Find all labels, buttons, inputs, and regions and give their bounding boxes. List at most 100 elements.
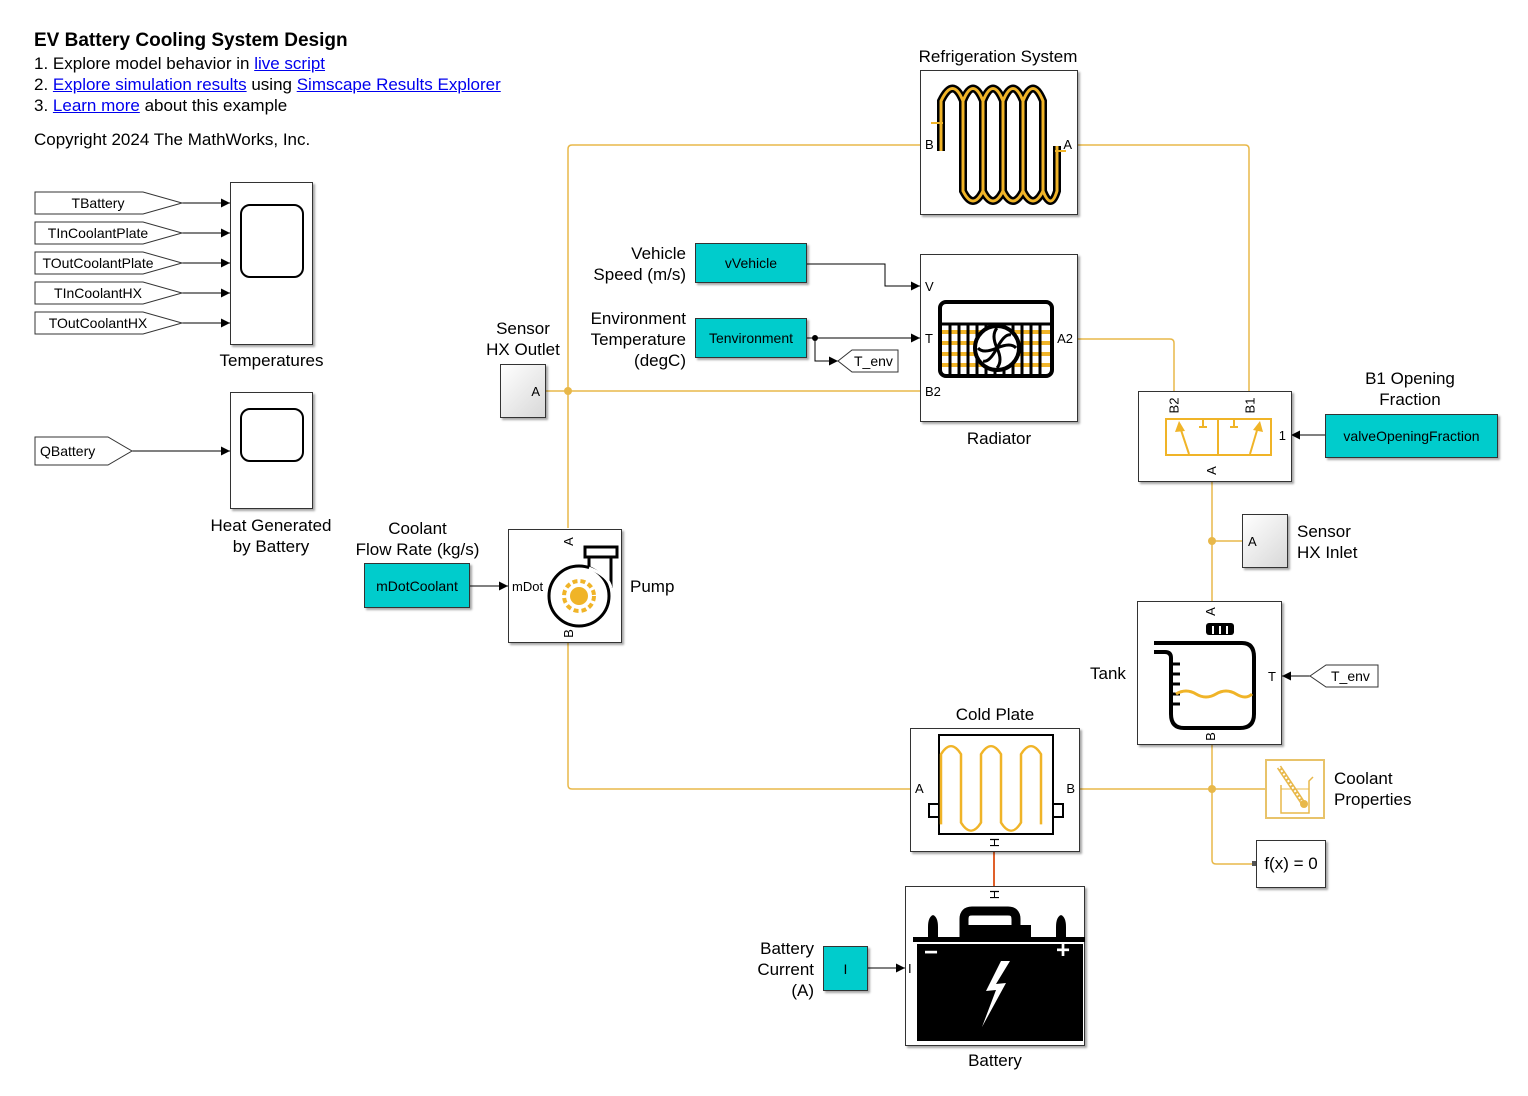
instruction-2-text: 2. xyxy=(34,75,53,94)
valve-opening-fraction-constant[interactable]: valveOpeningFraction xyxy=(1325,414,1498,458)
tenvironment-constant[interactable]: Tenvironment xyxy=(695,318,807,358)
heat-label-line1: Heat Generated xyxy=(210,516,332,535)
pump-block[interactable]: A B mDot xyxy=(508,529,622,643)
refrigeration-label: Refrigeration System xyxy=(918,47,1078,66)
from-label-tbattery: TBattery xyxy=(71,195,125,211)
valve-port-a: A xyxy=(1203,466,1219,475)
explore-results-link[interactable]: Explore simulation results xyxy=(52,75,247,94)
tank-port-a: A xyxy=(1202,607,1218,616)
battery-icon xyxy=(913,906,1085,1041)
coolant-properties-line2: Properties xyxy=(1334,790,1412,809)
tank-port-t: T xyxy=(1268,669,1276,684)
signal-tenv-goto[interactable] xyxy=(814,338,838,366)
radiator-label: Radiator xyxy=(966,429,1032,448)
coolant-properties-block[interactable] xyxy=(1265,759,1325,819)
radiator-port-t: T xyxy=(925,331,933,346)
valve-port-b2: B2 xyxy=(1166,397,1182,414)
sensor-hx-outlet-label: Sensor HX Outlet xyxy=(478,318,568,360)
valve-block[interactable]: B2 B1 A 1 xyxy=(1138,391,1292,482)
goto-label-tenv: T_env xyxy=(854,353,893,369)
live-script-link[interactable]: live script xyxy=(254,54,326,73)
refrig-port-a: A xyxy=(1063,137,1072,152)
sensor-hx-outlet-block[interactable]: A xyxy=(500,364,546,418)
refrigeration-system-block[interactable]: B A xyxy=(920,70,1078,215)
refrig-port-b: B xyxy=(925,137,934,152)
model-title: EV Battery Cooling System Design xyxy=(34,30,348,51)
from-tag-qbattery[interactable] xyxy=(34,436,133,466)
branch-dot xyxy=(812,335,818,341)
radiator-block[interactable]: V T B2 A2 xyxy=(920,254,1078,422)
line-radiator-a2-to-valve-b2[interactable] xyxy=(1078,338,1175,392)
results-explorer-link[interactable]: Simscape Results Explorer xyxy=(296,75,501,94)
temperatures-label: Temperatures xyxy=(219,351,324,370)
from-tag-tincoolantplate[interactable] xyxy=(34,221,184,245)
coolant-flow-label: Coolant Flow Rate (kg/s) xyxy=(340,518,495,560)
from-tag-toutcoolanthx[interactable] xyxy=(34,311,184,335)
sensor-hx-inlet-block[interactable]: A xyxy=(1242,514,1288,568)
battery-current-line3: (A) xyxy=(791,981,814,1000)
sensor-inlet-line1: Sensor xyxy=(1297,522,1351,541)
signal-vvehicle[interactable] xyxy=(807,263,920,291)
battery-current-line2: Current xyxy=(757,960,814,979)
opening-fraction-line1: B1 Opening xyxy=(1365,369,1455,388)
sensor-inlet-line2: HX Inlet xyxy=(1297,543,1358,562)
radiator-icon xyxy=(938,300,1054,378)
cold-plate-label: Cold Plate xyxy=(955,705,1035,724)
heat-scope[interactable] xyxy=(230,392,313,509)
from-tag-toutcoolantplate[interactable] xyxy=(34,251,184,275)
instruction-2: 2. Explore simulation results using Sims… xyxy=(34,75,501,95)
line-refrig-b-to-pump-a[interactable] xyxy=(567,144,920,528)
line-pump-b-to-coldplate-a[interactable] xyxy=(567,643,910,790)
tank-port-b: B xyxy=(1202,732,1218,741)
learn-more-link[interactable]: Learn more xyxy=(52,96,140,115)
thermometer-beaker-icon xyxy=(1276,765,1314,814)
line-refrig-a-to-valve-b1[interactable] xyxy=(1078,144,1250,392)
coolant-properties-line1: Coolant xyxy=(1334,769,1393,788)
pump-port-mdot: mDot xyxy=(512,579,544,594)
instruction-3-text: 3. xyxy=(34,96,53,115)
temperatures-scope[interactable] xyxy=(230,182,313,345)
vehicle-speed-label: Vehicle Speed (m/s) xyxy=(580,243,686,285)
cold-plate-port-a: A xyxy=(915,781,924,796)
battery-plus-symbol: + xyxy=(1056,937,1071,964)
battery-current-label: Battery Current (A) xyxy=(740,938,814,1001)
from-label-tenv: T_env xyxy=(1331,668,1370,684)
goto-tag-tenv[interactable] xyxy=(837,349,899,373)
battery-port-i: I xyxy=(908,961,912,976)
from-tag-tincoolanthx[interactable] xyxy=(34,281,184,305)
battery-label: Battery xyxy=(968,1051,1022,1070)
line-coldplate-b-to-tank-b[interactable] xyxy=(1080,744,1213,790)
cold-plate-block[interactable]: A B H xyxy=(910,728,1080,852)
line-to-solver[interactable] xyxy=(1211,789,1254,865)
radiator-port-v: V xyxy=(925,279,934,294)
tank-icon xyxy=(1154,623,1256,730)
valve-port-1: 1 xyxy=(1278,428,1286,443)
battery-current-constant[interactable]: I xyxy=(823,946,868,991)
mdotcoolant-constant[interactable]: mDotCoolant xyxy=(364,563,470,608)
battery-block[interactable]: − + I H xyxy=(905,886,1085,1046)
from-tag-tenv[interactable] xyxy=(1309,664,1379,688)
solver-configuration-block[interactable]: f(x) = 0 xyxy=(1256,840,1326,888)
heat-label-line2: by Battery xyxy=(232,537,310,556)
coolant-flow-line1: Coolant xyxy=(388,519,447,538)
copyright: Copyright 2024 The MathWorks, Inc. xyxy=(34,130,311,149)
from-tag-tbattery[interactable] xyxy=(34,191,184,215)
signal-lines xyxy=(132,198,1325,973)
tank-block[interactable]: A B T xyxy=(1137,601,1282,745)
pump-icon xyxy=(547,545,619,628)
three-way-valve-icon xyxy=(1165,418,1272,456)
cold-plate-port-h: H xyxy=(987,837,1003,848)
instruction-3: 3. Learn more about this example xyxy=(34,96,287,116)
from-label-qbattery: QBattery xyxy=(40,443,96,459)
pump-port-b: B xyxy=(560,629,576,638)
sensor-outlet-line2: HX Outlet xyxy=(486,340,560,359)
instruction-2-middle: using xyxy=(246,75,297,94)
instruction-1-text: 1. Explore model behavior in xyxy=(34,54,255,73)
vvehicle-constant[interactable]: vVehicle xyxy=(695,243,807,283)
cold-plate-port-b: B xyxy=(1066,781,1075,796)
from-label-toutcoolanthx: TOutCoolantHX xyxy=(48,315,148,331)
solver-port xyxy=(1252,861,1256,866)
sensor-inlet-port-a: A xyxy=(1248,534,1257,549)
instruction-1: 1. Explore model behavior in live script xyxy=(34,54,325,74)
